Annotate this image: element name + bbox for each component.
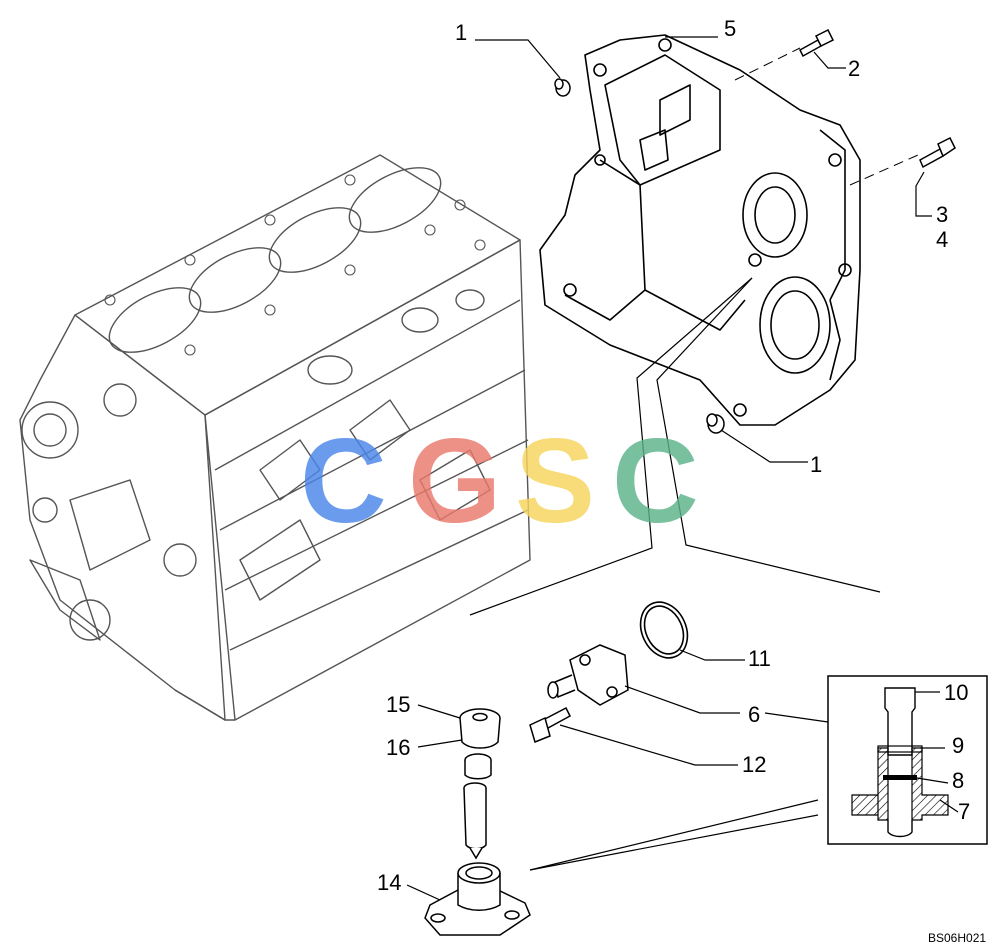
callout-2: 2 bbox=[848, 56, 860, 81]
callout-5: 5 bbox=[724, 16, 736, 41]
base-part-14 bbox=[424, 862, 531, 936]
callout-9: 9 bbox=[952, 733, 964, 758]
callout-6: 6 bbox=[748, 702, 760, 727]
watermark-letter-3: S bbox=[515, 414, 595, 548]
callout-11: 11 bbox=[748, 646, 771, 671]
callout-10: 10 bbox=[944, 680, 968, 705]
callout-numbers: 1 5 2 3 4 1 11 6 12 15 16 14 10 9 8 7 bbox=[377, 16, 970, 895]
callout-4: 4 bbox=[936, 227, 948, 252]
plunger-part-16 bbox=[464, 753, 492, 780]
callout-14: 14 bbox=[377, 870, 401, 895]
plug-part-1-mid bbox=[706, 413, 725, 434]
gear-housing bbox=[539, 34, 861, 426]
callout-3: 3 bbox=[936, 202, 948, 227]
bolt-part-2 bbox=[799, 28, 835, 58]
spring-rod bbox=[463, 782, 487, 860]
watermark: C G S C bbox=[300, 414, 699, 548]
engine-block bbox=[19, 154, 531, 721]
callout-15: 15 bbox=[386, 692, 410, 717]
plug-part-1-top bbox=[554, 78, 571, 97]
bolt-part-3 bbox=[919, 136, 956, 169]
screw-part-12 bbox=[529, 706, 571, 744]
gasket-part-11 bbox=[639, 601, 689, 659]
watermark-letter-1: C bbox=[300, 414, 387, 548]
callout-1-top: 1 bbox=[455, 20, 467, 45]
watermark-letter-4: C bbox=[612, 414, 699, 548]
detail-inset bbox=[827, 675, 988, 845]
callout-7: 7 bbox=[958, 799, 970, 824]
callout-8: 8 bbox=[952, 768, 964, 793]
tensioner-part-6 bbox=[547, 644, 629, 706]
cap-part-15 bbox=[459, 708, 501, 749]
callout-12: 12 bbox=[742, 752, 766, 777]
callout-16: 16 bbox=[386, 735, 410, 760]
watermark-letter-2: G bbox=[408, 414, 501, 548]
reference-code: BS06H021 bbox=[928, 931, 986, 945]
alignment-lines bbox=[734, 47, 919, 186]
callout-1-mid: 1 bbox=[810, 452, 822, 477]
leader-lines bbox=[406, 36, 959, 901]
